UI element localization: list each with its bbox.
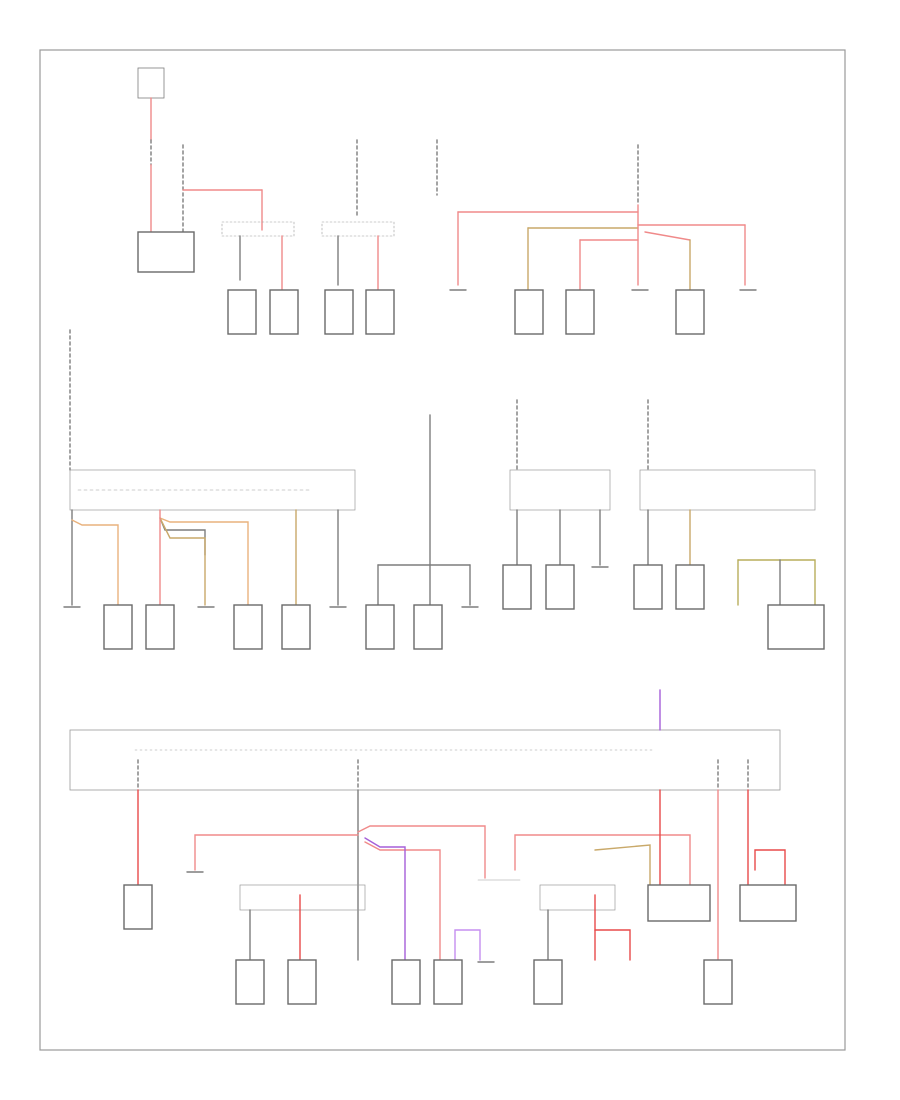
component-engine-module [137, 231, 195, 273]
middle-left-bus [63, 329, 356, 650]
component-horn [233, 604, 263, 650]
component-trailer-module [767, 604, 825, 650]
component-instrument-cluster [647, 884, 711, 922]
component-trunk-module [123, 884, 153, 930]
component-door-module-right [433, 959, 463, 1005]
component-right-lamp-a [324, 289, 354, 335]
component-telephone [739, 884, 797, 922]
component-steering-switch [365, 604, 395, 650]
engine-fuse-group [137, 67, 263, 273]
connector-strip-2 [321, 221, 395, 237]
component-alarm [703, 959, 733, 1005]
component-sunroof [533, 959, 563, 1005]
component-right-lamp-b [365, 289, 395, 335]
middle-right-bus [633, 399, 825, 650]
sub-bus-box-right [539, 884, 616, 911]
connector-strip [221, 221, 295, 237]
middle-center-bus [502, 399, 611, 610]
center-junction [365, 414, 479, 650]
component-fuel-pump [514, 289, 544, 335]
bus-box-center [509, 469, 611, 511]
relay-box [137, 67, 165, 99]
component-climate-control [235, 959, 265, 1005]
component-seat-module [391, 959, 421, 1005]
component-left-lamp-b [269, 289, 299, 335]
fuse-block-outline [69, 729, 781, 791]
component-left-door-module [413, 604, 443, 650]
lamp-block-right [321, 139, 395, 335]
component-wiper-motor [103, 604, 133, 650]
component-fog-lamp [633, 564, 663, 610]
component-radio [287, 959, 317, 1005]
component-headlamp-right [545, 564, 575, 610]
component-control-module [565, 289, 595, 335]
component-left-lamp-a [227, 289, 257, 335]
main-fuse-block [69, 689, 781, 791]
sub-bus-box [239, 884, 366, 911]
component-headlamp-left [502, 564, 532, 610]
component-wash-pump [281, 604, 311, 650]
component-ignition-coil [675, 289, 705, 335]
component-blower-motor [145, 604, 175, 650]
bus-box-right [639, 469, 816, 511]
lower-feeds [123, 759, 797, 1005]
bus-box-left [69, 469, 356, 511]
lamp-block-left [221, 221, 299, 335]
component-rear-lamp [675, 564, 705, 610]
diagram-frame [39, 49, 846, 1051]
upper-right-distribution [449, 144, 757, 335]
